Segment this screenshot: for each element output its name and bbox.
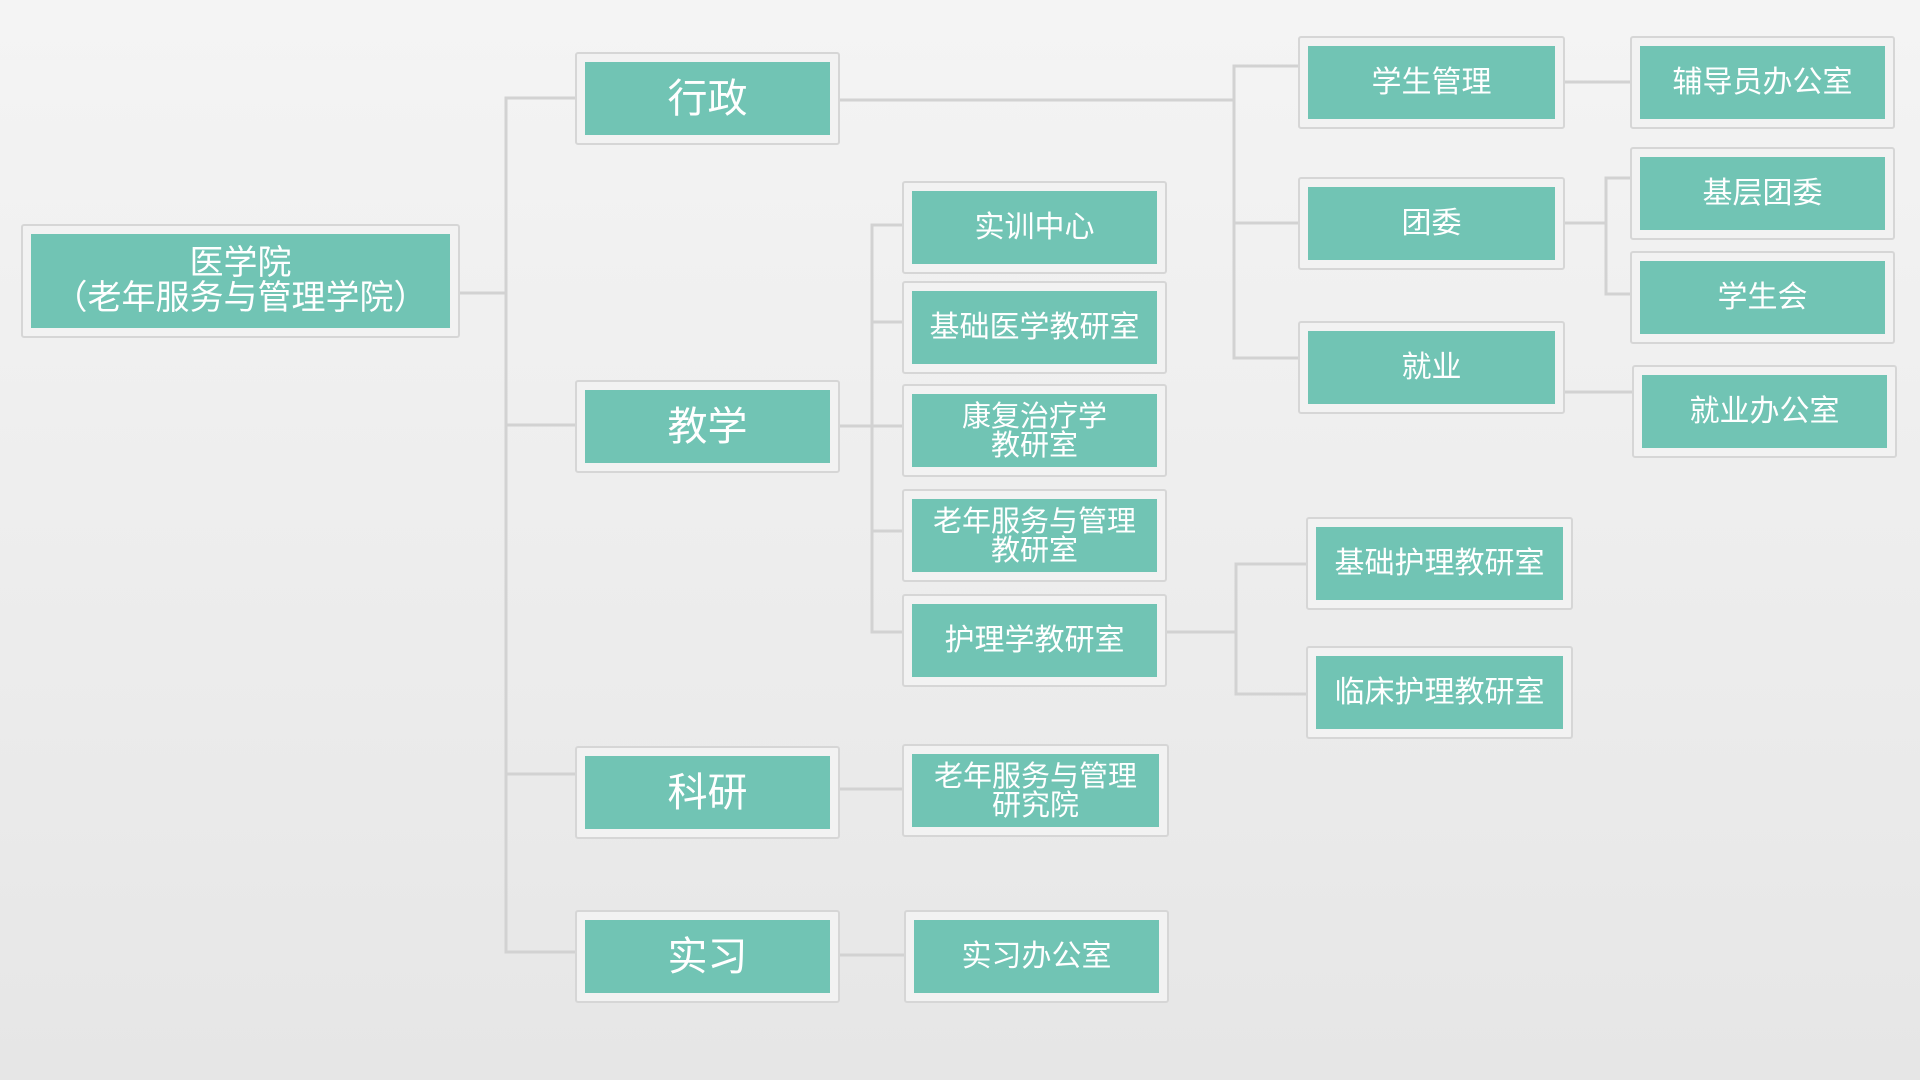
node-research: 科研 [575, 746, 840, 839]
node-grassroots-league-label: 基层团委 [1640, 157, 1885, 230]
node-student-union-label: 学生会 [1640, 261, 1885, 334]
node-youth-league-label: 团委 [1308, 187, 1555, 260]
node-training-center: 实训中心 [902, 181, 1167, 274]
node-internship-label: 实习 [585, 920, 830, 993]
node-employment: 就业 [1298, 321, 1565, 414]
node-clinical-nursing-label: 临床护理教研室 [1316, 656, 1563, 729]
node-employment-office-label: 就业办公室 [1642, 375, 1887, 448]
node-counselor-office: 辅导员办公室 [1630, 36, 1895, 129]
node-teaching-label: 教学 [585, 390, 830, 463]
node-counselor-office-label: 辅导员办公室 [1640, 46, 1885, 119]
node-internship: 实习 [575, 910, 840, 1003]
node-nursing-label: 护理学教研室 [912, 604, 1157, 677]
node-basic-nursing: 基础护理教研室 [1306, 517, 1573, 610]
node-training-center-label: 实训中心 [912, 191, 1157, 264]
node-root: 医学院 （老年服务与管理学院） [21, 224, 460, 338]
node-nursing: 护理学教研室 [902, 594, 1167, 687]
node-basic-medicine-label: 基础医学教研室 [912, 291, 1157, 364]
node-administration: 行政 [575, 52, 840, 145]
node-employment-label: 就业 [1308, 331, 1555, 404]
node-youth-league: 团委 [1298, 177, 1565, 270]
node-elderly-service: 老年服务与管理 教研室 [902, 489, 1167, 582]
node-employment-office: 就业办公室 [1632, 365, 1897, 458]
node-student-union: 学生会 [1630, 251, 1895, 344]
node-elderly-institute: 老年服务与管理 研究院 [902, 744, 1169, 837]
node-clinical-nursing: 临床护理教研室 [1306, 646, 1573, 739]
node-student-management: 学生管理 [1298, 36, 1565, 129]
node-research-label: 科研 [585, 756, 830, 829]
node-elderly-service-label: 老年服务与管理 教研室 [912, 499, 1157, 572]
node-internship-office-label: 实习办公室 [914, 920, 1159, 993]
node-basic-nursing-label: 基础护理教研室 [1316, 527, 1563, 600]
node-teaching: 教学 [575, 380, 840, 473]
node-rehabilitation-label: 康复治疗学 教研室 [912, 394, 1157, 467]
node-elderly-institute-label: 老年服务与管理 研究院 [912, 754, 1159, 827]
node-basic-medicine: 基础医学教研室 [902, 281, 1167, 374]
node-administration-label: 行政 [585, 62, 830, 135]
node-student-management-label: 学生管理 [1308, 46, 1555, 119]
node-internship-office: 实习办公室 [904, 910, 1169, 1003]
node-rehabilitation: 康复治疗学 教研室 [902, 384, 1167, 477]
node-grassroots-league: 基层团委 [1630, 147, 1895, 240]
node-root-label: 医学院 （老年服务与管理学院） [31, 234, 450, 328]
